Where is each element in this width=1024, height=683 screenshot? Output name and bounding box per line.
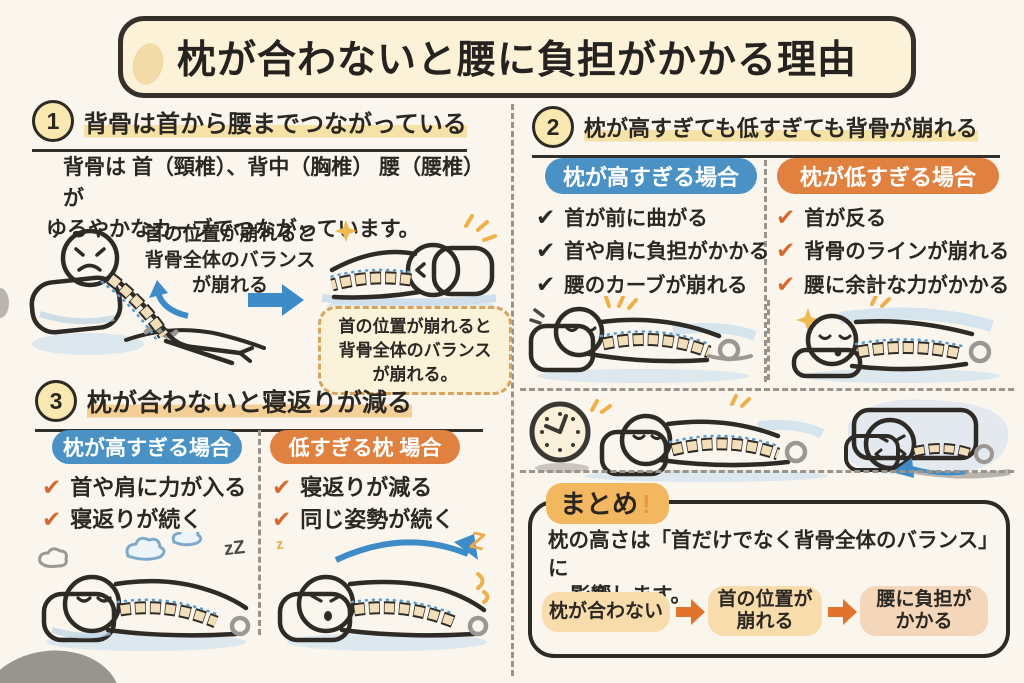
section3-low-pillow-label: 低すぎる枕 場合 [270, 430, 460, 464]
check-icon: ✔ [42, 506, 62, 532]
section2-heading-row: 2 枕が高すぎても低すぎても背骨が崩れる [532, 106, 1000, 158]
flow-step-label: 首の位置が [717, 589, 813, 611]
summary-bang: ! [642, 489, 651, 519]
section1-callout: 首の位置が崩れると 背骨全体のバランス が崩れる。 [318, 306, 512, 396]
check-icon: ✔ [536, 204, 556, 230]
slouched-figure-illustration [29, 228, 266, 366]
flow-step-1: 枕が合わない [542, 592, 670, 632]
curved-arrow-icon [149, 280, 189, 319]
checklist-item: ✔ 首が前に曲がる [536, 201, 708, 231]
section3-high-pillow-label: 枕が高すぎる場合 [52, 430, 242, 464]
checklist-item: ✔ 寝返りが減る [272, 470, 432, 502]
summary-heading: まとめ [560, 489, 639, 519]
section2-row-divider [520, 388, 1014, 391]
cramped-sleeper-illustration [844, 399, 1011, 479]
section3-heading: 枕が合わないと寝返りが減る [87, 383, 413, 419]
title-banner: 枕が合わないと腰に負担がかかる理由 [118, 16, 916, 98]
section1-annotation: 首の位置が崩れると 背骨全体のバランス が崩れる [128, 222, 332, 299]
section3-divider [258, 430, 261, 635]
checklist-item: ✔ 腰に余計な力がかかる [776, 268, 1009, 298]
check-label: 首が前に曲がる [564, 207, 708, 230]
section1-body-line1: 背骨は 首（頸椎）、背中（胸椎） 腰（腰椎）が [63, 156, 485, 211]
check-icon: ✔ [42, 474, 62, 500]
sleeper-low-pillow-illustration [277, 534, 490, 651]
sleep-zz-mark: zZ [222, 536, 247, 561]
section1-body-line2: ゆるやかなカーブでつながっています。 [46, 218, 420, 242]
checklist-item: ✔ 腰のカーブが崩れる [536, 268, 748, 298]
section3-heading-row: 3 枕が合わないと寝返りが減る [35, 380, 483, 432]
summary-row-divider [520, 470, 1014, 473]
annotation-line3: が崩れる [191, 275, 268, 297]
callout-line1: 首の位置が崩れると [338, 317, 492, 336]
checklist-item: ✔ 首や肩に負担がかかる [536, 234, 769, 264]
flow-step-label: かかる [895, 611, 953, 632]
low-pillow-sleeper-illustration [791, 296, 1000, 383]
check-icon: ✔ [776, 237, 796, 263]
check-icon: ✔ [272, 506, 292, 532]
checklist-item: ✔ 寝返りが続く [42, 502, 202, 534]
flow-step-label: 崩れる [736, 611, 794, 632]
check-label: 背骨のラインが崩れる [804, 240, 1010, 263]
check-label: 寝返りが減る [300, 475, 433, 500]
section2-high-pillow-label: 枕が高すぎる場合 [545, 158, 757, 194]
flow-step-label: 枕が合わない [548, 601, 663, 623]
checklist-item: ✔ 首が反る [776, 201, 886, 231]
check-icon: ✔ [272, 474, 292, 500]
checklist-item: ✔ 首や肩に力が入る [42, 470, 246, 502]
flow-step-label: 腰に負担が [876, 589, 972, 611]
high-pillow-sleeper-illustration [528, 296, 757, 383]
annotation-line1: 首の位置が崩れると [144, 224, 316, 245]
summary-heading-badge: まとめ! [546, 483, 669, 524]
section3-number-badge: 3 [35, 380, 77, 422]
sleeper-high-pillow-illustration [38, 532, 251, 651]
section2-illustration-divider [767, 300, 770, 380]
check-icon: ✔ [776, 204, 796, 230]
summary-box [528, 500, 1010, 658]
flow-step-3: 腰に負担が かかる [860, 586, 988, 636]
section2-divider [764, 160, 767, 382]
section2-heading: 枕が高すぎても低すぎても背骨が崩れる [584, 111, 978, 143]
flow-arrow-icon [828, 599, 857, 625]
long-sleep-clock-illustration [529, 394, 828, 482]
section1-heading-row: 1 背骨は首から腰までつながっている [32, 100, 467, 152]
page-edge-shadow [0, 288, 9, 318]
callout-line2: 背骨全体のバランス [338, 340, 492, 360]
check-label: 同じ姿勢が続く [300, 507, 455, 532]
section2-low-pillow-label: 枕が低すぎる場合 [777, 158, 999, 194]
page-title: 枕が合わないと腰に負担がかかる理由 [176, 39, 857, 82]
summary-body-line1: 枕の高さは「首だけでなく背骨全体のバランス」に [548, 529, 989, 580]
check-label: 首が反る [804, 207, 887, 230]
checklist-item: ✔ 同じ姿勢が続く [272, 502, 454, 534]
section1-body: 背骨は 首（頸椎）、背中（胸椎） 腰（腰椎）が ゆるやかなカーブでつながっていま… [46, 152, 486, 245]
check-label: 腰のカーブが崩れる [564, 274, 748, 297]
check-label: 首や肩に力が入る [70, 475, 247, 500]
clock-icon [529, 401, 591, 463]
check-label: 寝返りが続く [70, 507, 203, 532]
check-icon: ✔ [536, 271, 556, 297]
main-column-divider [511, 104, 514, 676]
section1-heading: 背骨は首から腰までつながっている [84, 103, 467, 139]
sleeping-figure-good-illustration [321, 214, 497, 314]
sparkle-icon [796, 308, 820, 332]
flow-step-2: 首の位置が 崩れる [708, 586, 822, 636]
check-icon: ✔ [776, 271, 796, 297]
callout-line3: が崩れる。 [372, 364, 458, 384]
sparkle-icon [335, 220, 357, 242]
annotation-line2: 背骨全体のバランス [144, 249, 316, 271]
checklist-item: ✔ 背骨のラインが崩れる [776, 234, 1009, 264]
section2-number-badge: 2 [532, 106, 574, 148]
flow-arrow-icon [676, 599, 705, 625]
check-icon: ✔ [536, 237, 556, 263]
section1-number-badge: 1 [32, 100, 74, 142]
check-label: 首や肩に負担がかかる [564, 240, 770, 263]
right-arrow-icon [248, 284, 304, 316]
check-label: 腰に余計な力がかかる [804, 274, 1010, 297]
